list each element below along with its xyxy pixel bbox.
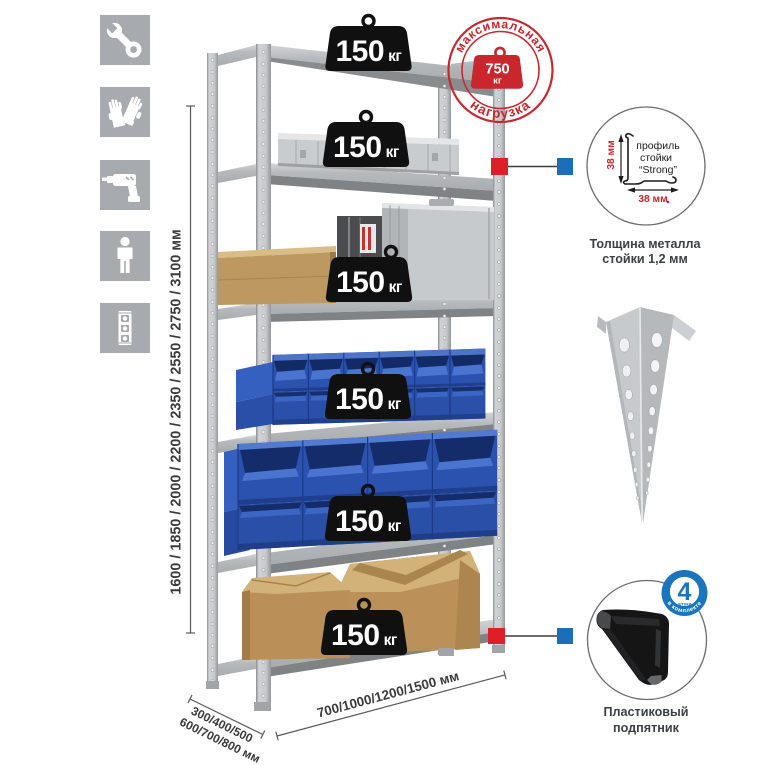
svg-text:750: 750 [485,62,509,78]
svg-text:“Strong”: “Strong” [639,164,677,176]
svg-text:подпятник: подпятник [613,721,680,735]
svg-text:кг: кг [493,76,502,87]
svg-text:4: 4 [678,578,692,606]
svg-text:стойки: стойки [640,152,672,164]
svg-text:профиль: профиль [636,140,680,152]
svg-text:стойки 1,2 мм: стойки 1,2 мм [602,252,688,266]
svg-text:Пластиковый: Пластиковый [603,705,688,719]
svg-text:Толщина металла: Толщина металла [589,237,701,251]
svg-text:38 мм: 38 мм [638,194,667,205]
svg-text:штуки: штуки [678,602,692,607]
svg-text:1600 / 1850 / 2000 / 2200 / 23: 1600 / 1850 / 2000 / 2200 / 2350 / 2550 … [169,229,185,594]
svg-text:38 мм: 38 мм [606,140,617,169]
